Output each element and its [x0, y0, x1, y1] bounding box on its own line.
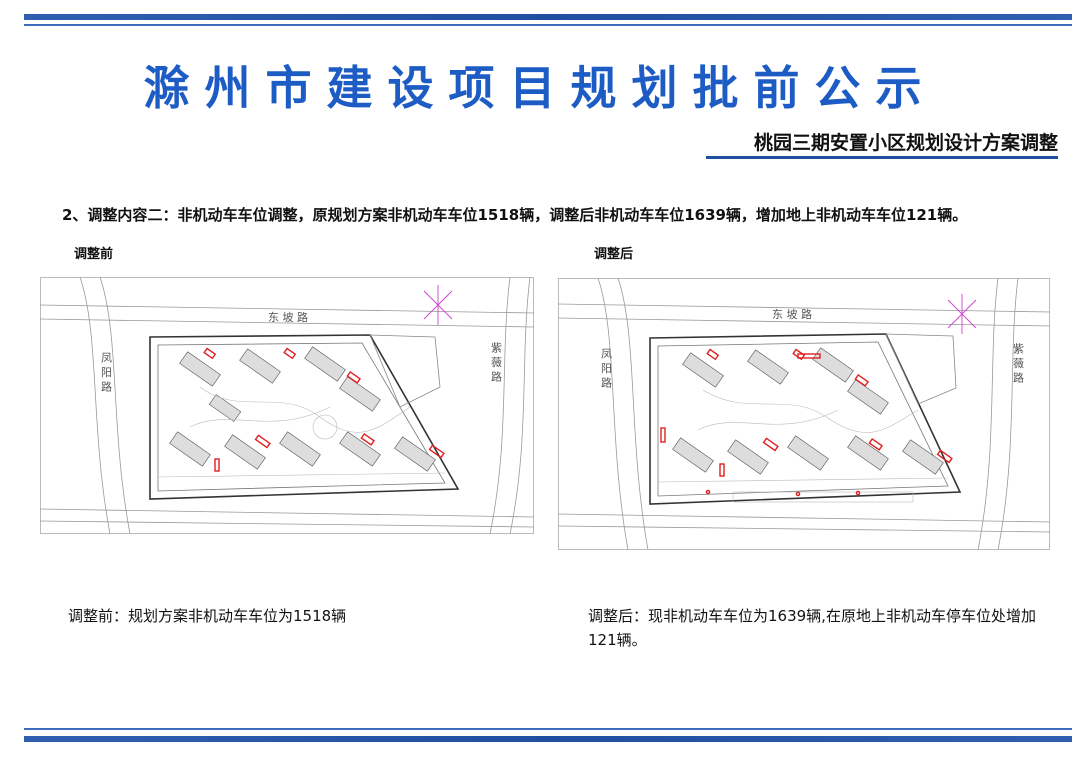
- site-plan-before: 东 坡 路 凤 阳 路 紫 薇 路: [39, 276, 535, 535]
- top-band-thin: [24, 24, 1072, 26]
- site-plan-after: 东 坡 路 凤 阳 路 紫 薇 路: [557, 277, 1051, 551]
- bottom-band-thin: [24, 728, 1072, 730]
- road-label-top: 东 坡 路: [772, 308, 812, 321]
- project-subtitle: 桃园三期安置小区规划设计方案调整: [753, 132, 1058, 154]
- road-label-right: 紫 薇 路: [1012, 343, 1025, 384]
- caption-after: 调整后：现非机动车车位为1639辆,在原地上非机动车停车位处增加121辆。: [588, 607, 1036, 649]
- subtitle-underline: [706, 156, 1058, 159]
- site-plan-after-drawing: 东 坡 路 凤 阳 路 紫 薇 路: [557, 277, 1051, 551]
- road-label-left: 凤 阳 路: [100, 352, 113, 393]
- site-plan-before-drawing: 东 坡 路 凤 阳 路 紫 薇 路: [39, 276, 535, 535]
- road-label-top: 东 坡 路: [268, 311, 308, 324]
- page-title: 滁州市建设项目规划批前公示: [143, 61, 937, 115]
- panel-label-before: 调整前: [74, 247, 114, 262]
- panel-label-after: 调整后: [594, 247, 634, 262]
- bottom-band: [24, 736, 1072, 742]
- adjustment-description: 2、调整内容二：非机动车车位调整，原规划方案非机动车车位1518辆，调整后非机动…: [62, 206, 968, 224]
- road-label-left: 凤 阳 路: [600, 348, 613, 389]
- caption-before: 调整前：规划方案非机动车车位为1518辆: [68, 607, 347, 625]
- road-label-right: 紫 薇 路: [490, 342, 503, 383]
- top-band: [24, 14, 1072, 20]
